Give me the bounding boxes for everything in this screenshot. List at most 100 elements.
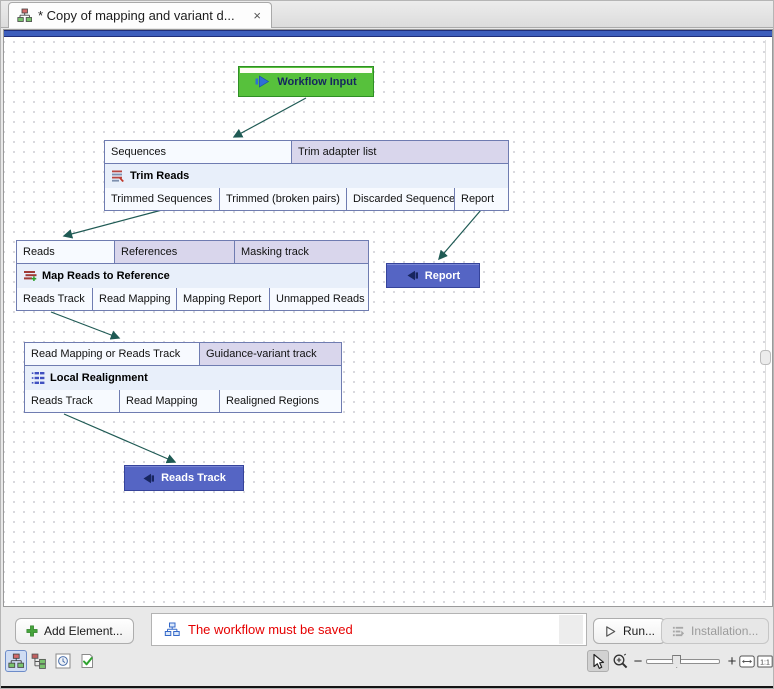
port-label: Trim adapter list [298, 146, 377, 158]
port-label: References [121, 246, 178, 258]
local-realignment-title-row[interactable]: Local Realignment [25, 366, 341, 390]
output-port-unmapped-reads[interactable]: Unmapped Reads [270, 288, 368, 310]
input-port-masking-track[interactable]: Masking track [235, 241, 368, 263]
node-workflow-input[interactable]: Workflow Input [238, 66, 374, 97]
port-label: Guidance-variant track [206, 348, 317, 360]
input-port-trim-adapter-list[interactable]: Trim adapter list [292, 141, 508, 163]
output-port-realign-read-mapping[interactable]: Read Mapping [120, 390, 220, 412]
validate-check-icon [81, 654, 93, 668]
view-mode-hierarchy-button[interactable] [28, 650, 50, 672]
installation-button[interactable]: Installation... [661, 618, 770, 644]
trim-reads-outputs: Trimmed Sequences Trimmed (broken pairs)… [105, 188, 508, 210]
svg-text:1:1: 1:1 [760, 659, 770, 666]
workflow-status-box: The workflow must be saved [151, 613, 587, 646]
workflow-input-topstrip [240, 68, 372, 73]
magnifier-plus-icon [613, 653, 627, 668]
node-local-realignment[interactable]: Read Mapping or Reads Track Guidance-var… [24, 342, 342, 413]
add-element-button[interactable]: Add Element... [15, 618, 134, 644]
input-port-read-mapping-or-reads-track[interactable]: Read Mapping or Reads Track [25, 343, 200, 365]
edge-trim-to-report [438, 209, 482, 261]
output-port-map-reads-track[interactable]: Reads Track [17, 288, 93, 310]
node-reads-track-output[interactable]: Reads Track [124, 465, 244, 491]
edge-input-to-trim [232, 97, 307, 138]
pointer-cursor-icon [593, 653, 605, 669]
output-port-read-mapping[interactable]: Read Mapping [93, 288, 177, 310]
actual-size-button[interactable]: 1:1 [756, 650, 773, 672]
local-realignment-title: Local Realignment [50, 372, 148, 384]
workflow-tab-icon [17, 8, 32, 22]
port-label: Report [461, 193, 495, 205]
map-reads-icon [24, 271, 37, 282]
output-port-realigned-regions[interactable]: Realigned Regions [220, 390, 341, 412]
output-port-trim-report[interactable]: Report [455, 188, 508, 210]
port-label: Trimmed Sequences [111, 193, 213, 205]
workflow-canvas[interactable]: Workflow Input Sequences Trim adapter li… [3, 29, 773, 607]
port-label: Read Mapping or Reads Track [31, 348, 181, 360]
edge-map-to-realign [50, 311, 121, 340]
node-report-output[interactable]: Report [386, 263, 480, 288]
port-label: Unmapped Reads [276, 293, 365, 305]
edge-trim-to-map [62, 209, 163, 239]
port-label: Reads Track [23, 293, 85, 305]
port-label: Reads [23, 246, 55, 258]
port-label: Realigned Regions [226, 395, 319, 407]
port-label: Sequences [111, 146, 167, 158]
bottom-toolbar: Add Element... The workflow must be save… [1, 607, 773, 649]
run-label: Run... [623, 624, 656, 638]
zoom-tool-button[interactable] [609, 650, 631, 672]
zoom-out-button[interactable]: − [633, 652, 643, 670]
trim-reads-inputs: Sequences Trim adapter list [105, 141, 508, 164]
input-port-reads[interactable]: Reads [17, 241, 115, 263]
report-output-arrow-icon [407, 270, 418, 281]
port-label: Discarded Sequences [353, 193, 455, 205]
view-mode-workflow-button[interactable] [5, 650, 27, 672]
canvas-top-accent [4, 30, 772, 37]
workflow-hierarchy-icon [31, 653, 46, 669]
add-plus-icon [26, 625, 38, 637]
tab-workflow[interactable]: * Copy of mapping and variant d... × [8, 2, 272, 28]
run-button[interactable]: Run... [593, 618, 667, 644]
trim-reads-title: Trim Reads [130, 170, 190, 182]
one-to-one-icon: 1:1 [757, 655, 773, 667]
input-port-sequences[interactable]: Sequences [105, 141, 292, 163]
local-realignment-inputs: Read Mapping or Reads Track Guidance-var… [25, 343, 341, 366]
input-port-guidance-variant-track[interactable]: Guidance-variant track [200, 343, 341, 365]
zoom-slider[interactable] [646, 655, 720, 668]
canvas-scroll-handle[interactable] [760, 350, 771, 365]
tab-close-icon[interactable]: × [253, 8, 261, 23]
history-clock-icon [55, 653, 71, 669]
run-play-icon [606, 625, 616, 637]
trim-reads-title-row[interactable]: Trim Reads [105, 164, 508, 188]
port-label: Reads Track [31, 395, 93, 407]
workflow-view-icon [8, 653, 24, 668]
window-bottom-edge [1, 686, 773, 688]
output-port-realign-reads-track[interactable]: Reads Track [25, 390, 120, 412]
history-button[interactable] [52, 650, 74, 672]
map-reads-title-row[interactable]: Map Reads to Reference [17, 264, 368, 288]
edge-realign-to-readstrack [63, 413, 177, 464]
tab-bar: * Copy of mapping and variant d... × [1, 1, 773, 28]
zoom-slider-thumb[interactable] [672, 655, 682, 668]
input-port-references[interactable]: References [115, 241, 235, 263]
zoom-in-button[interactable]: + [727, 652, 737, 670]
node-map-reads-to-reference[interactable]: Reads References Masking track Map Reads… [16, 240, 369, 311]
fit-to-width-button[interactable] [738, 650, 756, 672]
status-box-shade [559, 615, 583, 644]
status-message: The workflow must be saved [188, 622, 353, 637]
report-output-label: Report [424, 269, 461, 282]
output-port-discarded-sequences[interactable]: Discarded Sequences [347, 188, 455, 210]
port-label: Read Mapping [126, 395, 198, 407]
output-port-trimmed-broken-pairs[interactable]: Trimmed (broken pairs) [220, 188, 347, 210]
trim-reads-icon [112, 170, 124, 182]
node-trim-reads[interactable]: Sequences Trim adapter list Trim Reads T… [104, 140, 509, 211]
validate-button[interactable] [76, 650, 98, 672]
installation-label: Installation... [691, 624, 759, 638]
output-port-trimmed-sequences[interactable]: Trimmed Sequences [105, 188, 220, 210]
canvas-right-divider [765, 40, 766, 600]
output-port-mapping-report[interactable]: Mapping Report [177, 288, 270, 310]
reads-track-output-arrow-icon [143, 473, 155, 483]
pointer-tool-button[interactable] [587, 650, 609, 672]
map-reads-inputs: Reads References Masking track [17, 241, 368, 264]
fit-width-icon [739, 655, 755, 667]
